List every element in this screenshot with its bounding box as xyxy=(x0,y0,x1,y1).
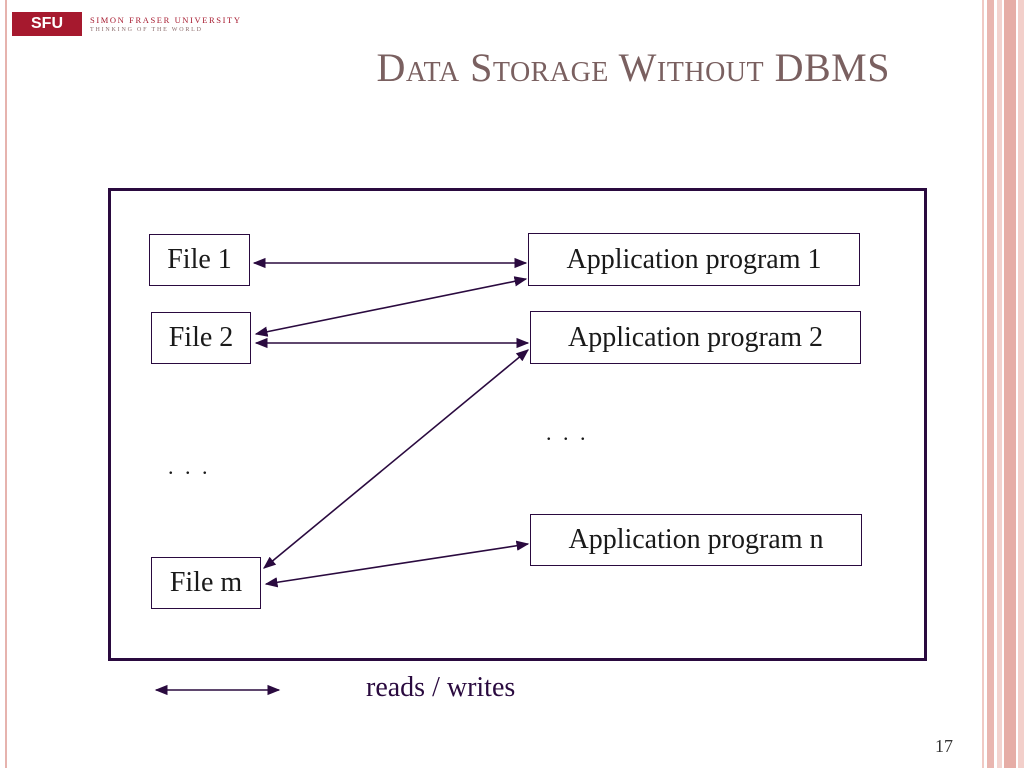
file-box-m: File m xyxy=(151,557,261,609)
arrow-filem-app2 xyxy=(263,349,529,569)
arrow-filem-appn xyxy=(264,540,530,588)
logo-wordmark: SIMON FRASER UNIVERSITY THINKING OF THE … xyxy=(90,15,242,34)
application-box-2: Application program 2 xyxy=(530,311,861,364)
files-ellipsis: . . . xyxy=(168,454,211,479)
arrow-file2-app1 xyxy=(254,276,528,337)
sfu-logo: SFU SIMON FRASER UNIVERSITY THINKING OF … xyxy=(12,12,242,36)
logo-university-name: SIMON FRASER UNIVERSITY xyxy=(90,14,242,25)
right-decorative-stripes xyxy=(978,0,1024,768)
application-box-1: Application program 1 xyxy=(528,233,860,286)
application-box-n: Application program n xyxy=(530,514,862,566)
applications-ellipsis: . . . xyxy=(546,420,589,445)
file-box-1: File 1 xyxy=(149,234,250,286)
slide-title: Data Storage Without DBMS xyxy=(376,45,890,90)
page-number: 17 xyxy=(935,736,953,756)
file-box-2: File 2 xyxy=(151,312,251,364)
left-border-rule xyxy=(5,0,7,768)
logo-mark: SFU xyxy=(12,12,82,36)
legend-label: reads / writes xyxy=(366,672,516,703)
diagram-frame xyxy=(108,188,927,661)
logo-tagline: THINKING OF THE WORLD xyxy=(90,26,203,33)
